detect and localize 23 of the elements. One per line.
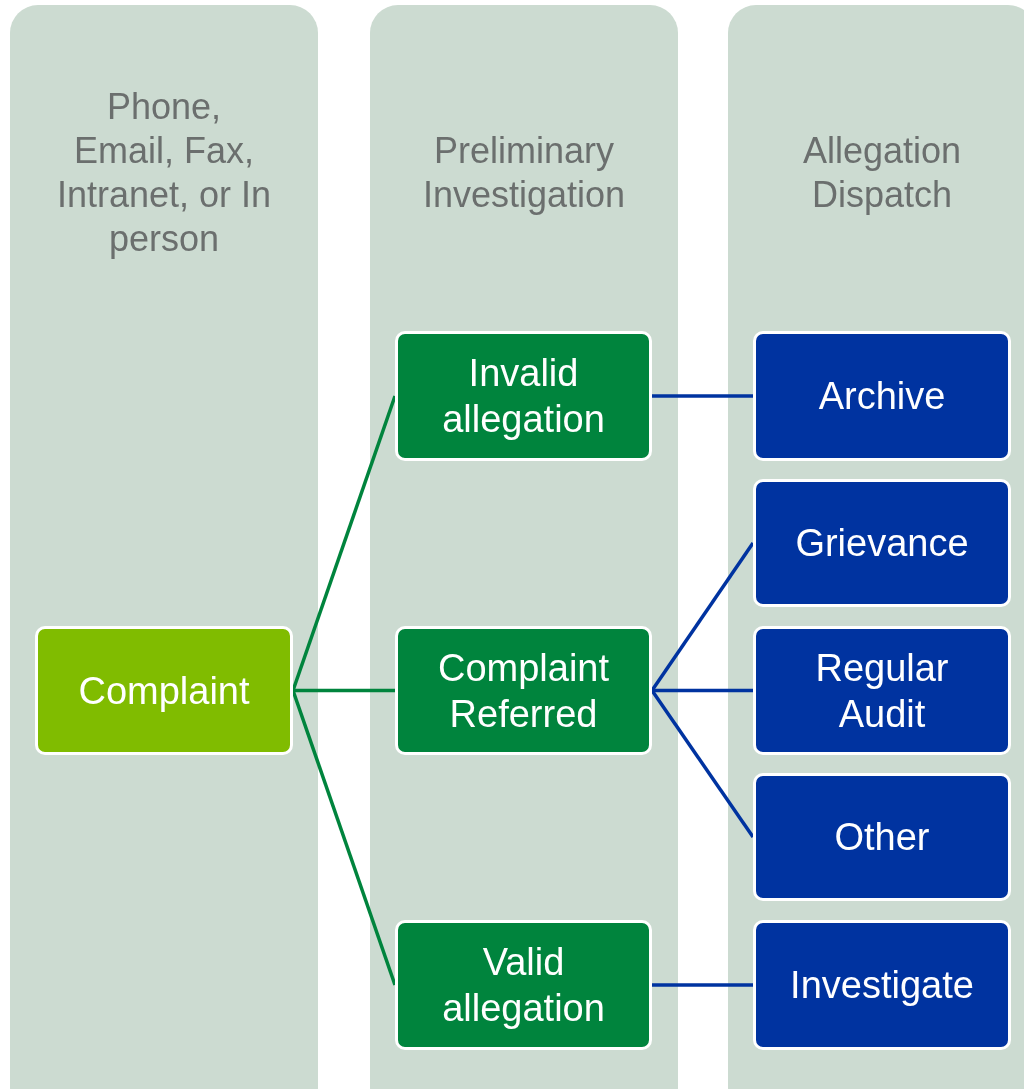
process-box: Regular Audit [753,626,1011,755]
process-box: Other [753,773,1011,901]
process-box: Grievance [753,479,1011,607]
connector-line [291,395,397,692]
column-band [370,5,678,1089]
column-heading: Phone, Email, Fax, Intranet, or In person [55,84,273,261]
connector-line [291,689,397,986]
process-box: Complaint [35,626,293,755]
process-box: Complaint Referred [395,626,652,755]
process-box: Invalid allegation [395,331,652,461]
column-band [728,5,1024,1089]
column-heading: Preliminary Investigation [421,128,627,217]
connector-line [652,688,753,693]
connector-line [652,983,753,987]
process-box: Investigate [753,920,1011,1050]
process-box: Archive [753,331,1011,461]
connector-line [650,542,755,692]
connector-line [293,688,395,693]
process-box: Valid allegation [395,920,652,1050]
connector-line [650,689,755,838]
column-band [10,5,318,1089]
column-heading: Allegation Dispatch [801,128,963,217]
connector-line [652,394,753,398]
